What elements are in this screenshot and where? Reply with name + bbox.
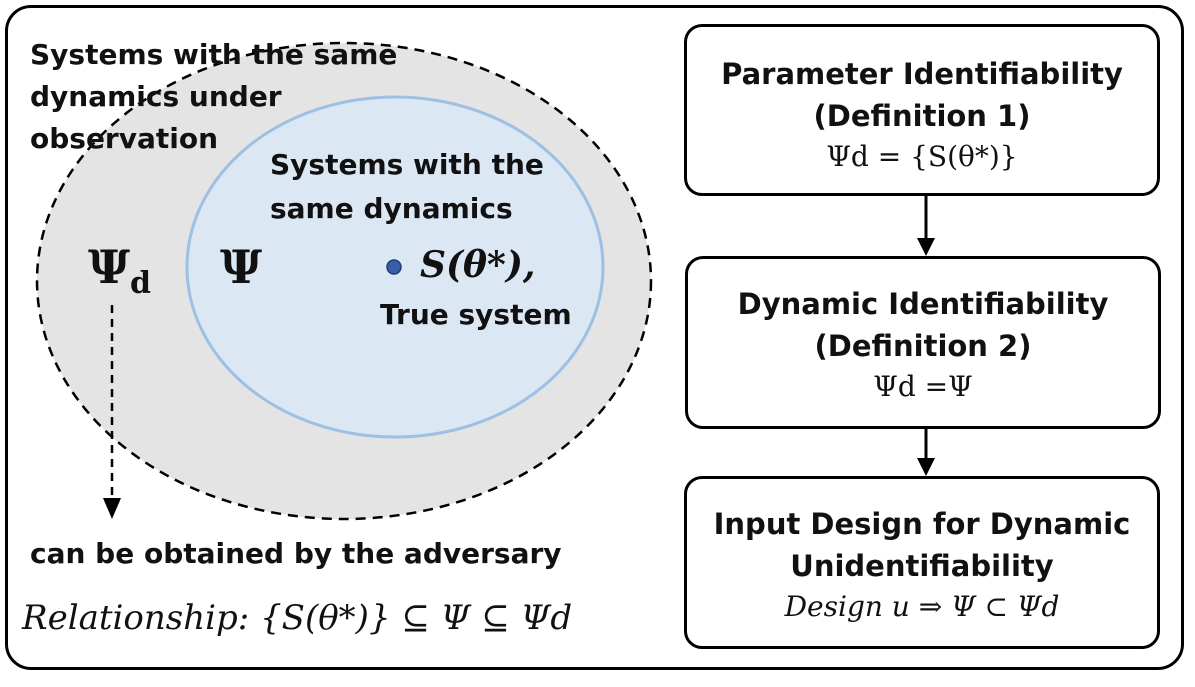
input-design-box: Input Design for Dynamic Unidentifiabili… — [684, 476, 1160, 649]
flow-arrowhead-1 — [917, 238, 935, 256]
adversary-arrowhead — [103, 498, 121, 519]
box-1-formula: Ψd = {S(θ*)} — [826, 140, 1018, 173]
inner-set-label-line-1: Systems with the — [270, 148, 544, 181]
box-3-formula: Design u ⇒ Ψ ⊂ Ψd — [784, 590, 1060, 623]
outer-set-label-line-1: Systems with the same — [30, 38, 398, 71]
inner-set-label-line-2: same dynamics — [270, 192, 513, 225]
box-3-title-line-1: Input Design for Dynamic — [713, 507, 1131, 541]
box-2-title-line-2: (Definition 2) — [814, 329, 1032, 363]
flow-arrowhead-2 — [917, 458, 935, 476]
dynamic-identifiability-box: Dynamic Identifiability (Definition 2) Ψ… — [685, 256, 1161, 429]
psi-d-symbol: Ψd — [88, 240, 151, 302]
outer-set-label-line-3: observation — [30, 122, 219, 155]
psi-symbol: Ψ — [220, 240, 263, 294]
true-system-symbol: S(θ*), — [420, 244, 536, 286]
adversary-note: can be obtained by the adversary — [30, 537, 562, 570]
relationship-formula: Relationship: {S(θ*)} ⊆ Ψ ⊆ Ψd — [22, 598, 573, 638]
parameter-identifiability-box: Parameter Identifiability (Definition 1)… — [684, 24, 1160, 196]
true-system-dot — [386, 259, 402, 275]
box-2-formula: Ψd =Ψ — [873, 370, 973, 403]
outer-set-label-line-2: dynamics under — [30, 80, 282, 113]
box-1-title-line-2: (Definition 1) — [813, 99, 1031, 133]
outer-frame — [5, 5, 1184, 670]
box-3-title-line-2: Unidentifiability — [790, 549, 1054, 583]
box-1-title-line-1: Parameter Identifiability — [721, 57, 1123, 91]
box-2-title-line-1: Dynamic Identifiability — [737, 287, 1109, 321]
true-system-label: True system — [380, 298, 572, 331]
